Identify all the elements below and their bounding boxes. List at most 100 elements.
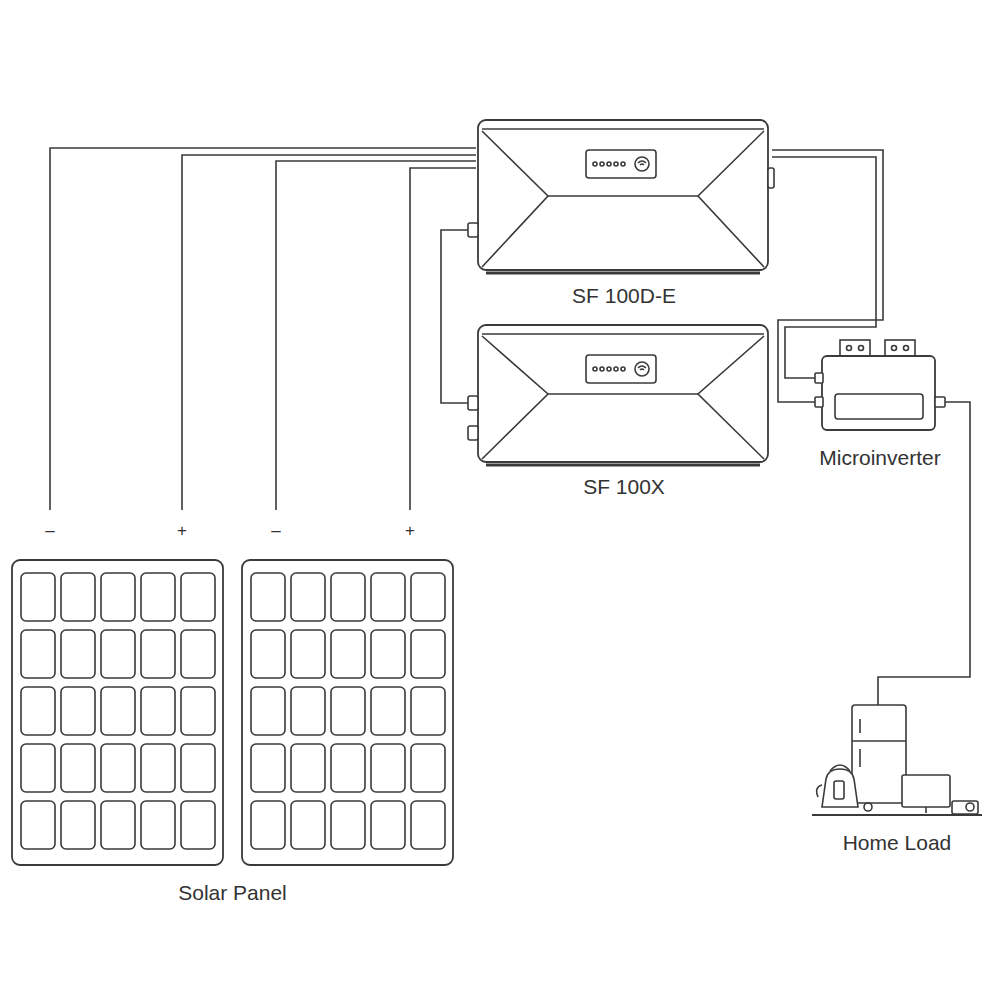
line-art <box>768 168 774 188</box>
line-art <box>371 744 405 792</box>
line-art <box>593 367 597 371</box>
line-art <box>21 573 55 621</box>
line-art <box>482 128 764 130</box>
line-art <box>859 346 864 351</box>
line-art <box>834 781 844 799</box>
line-art <box>101 801 135 849</box>
line-art <box>486 464 760 467</box>
polarity-label: + <box>177 521 187 541</box>
line-art <box>411 744 445 792</box>
line-art <box>698 336 764 459</box>
line-art <box>331 573 365 621</box>
node-label: Microinverter <box>800 446 960 470</box>
line-art <box>21 630 55 678</box>
line-art <box>635 157 649 171</box>
line-art <box>859 749 861 767</box>
line-art <box>638 161 646 165</box>
line-art <box>242 560 453 865</box>
node-label: SF 100D-E <box>476 284 772 308</box>
line-art <box>331 744 365 792</box>
polarity-label: – <box>271 521 280 541</box>
line-art <box>815 397 823 407</box>
line-art <box>607 162 611 166</box>
line-art <box>586 355 656 383</box>
line-art <box>371 630 405 678</box>
line-art <box>621 367 625 371</box>
line-art <box>902 775 950 807</box>
line-art <box>101 573 135 621</box>
line-art <box>141 630 175 678</box>
line-art <box>812 814 982 816</box>
line-art <box>251 744 285 792</box>
line-art <box>101 630 135 678</box>
line-art <box>817 785 822 797</box>
line-art <box>141 744 175 792</box>
line-art <box>371 573 405 621</box>
line-art <box>586 150 656 178</box>
line-art <box>864 803 872 811</box>
line-art <box>371 801 405 849</box>
polarity-label: – <box>45 521 54 541</box>
line-art <box>478 325 768 462</box>
line-art <box>614 367 618 371</box>
line-art <box>61 573 95 621</box>
cable <box>50 148 476 510</box>
line-art <box>548 195 698 197</box>
line-art <box>486 272 760 275</box>
line-art <box>291 744 325 792</box>
line-art <box>182 155 476 510</box>
line-art <box>291 801 325 849</box>
line-art <box>548 393 698 395</box>
line-art <box>482 333 764 335</box>
line-art <box>61 744 95 792</box>
node-label: SF 100X <box>476 475 772 499</box>
line-art <box>852 705 906 803</box>
line-art <box>61 801 95 849</box>
line-art <box>181 687 215 735</box>
line-art <box>251 687 285 735</box>
battery-unit-drawing <box>476 118 772 278</box>
line-art <box>181 630 215 678</box>
line-art <box>410 168 476 510</box>
line-art <box>291 687 325 735</box>
cable <box>441 230 468 403</box>
line-art <box>411 630 445 678</box>
line-art <box>371 687 405 735</box>
line-art <box>101 687 135 735</box>
line-art <box>141 801 175 849</box>
line-art <box>251 630 285 678</box>
line-art <box>181 573 215 621</box>
line-art <box>482 131 548 267</box>
line-art <box>925 807 927 813</box>
line-art <box>331 630 365 678</box>
line-art <box>593 162 597 166</box>
battery-unit: SF 100X <box>476 323 772 499</box>
line-art <box>411 687 445 735</box>
node-label: Solar Panel <box>10 881 455 905</box>
line-art <box>441 230 468 403</box>
line-art <box>141 687 175 735</box>
line-art <box>468 396 478 410</box>
line-art <box>952 801 978 814</box>
line-art <box>607 367 611 371</box>
line-art <box>892 346 897 351</box>
polarity-label: + <box>405 521 415 541</box>
line-art <box>291 630 325 678</box>
line-art <box>12 560 223 865</box>
line-art <box>638 366 646 370</box>
line-art <box>61 687 95 735</box>
line-art <box>822 769 858 807</box>
microinverter: Microinverter <box>800 338 960 470</box>
line-art <box>61 630 95 678</box>
line-art <box>621 162 625 166</box>
line-art <box>50 148 476 510</box>
line-art <box>859 719 861 733</box>
solar-panel: Solar Panel <box>10 558 455 905</box>
line-art <box>101 744 135 792</box>
line-art <box>411 573 445 621</box>
line-art <box>21 687 55 735</box>
line-art <box>847 346 852 351</box>
line-art <box>21 801 55 849</box>
line-art <box>21 744 55 792</box>
home-load: Home Load <box>812 705 982 855</box>
